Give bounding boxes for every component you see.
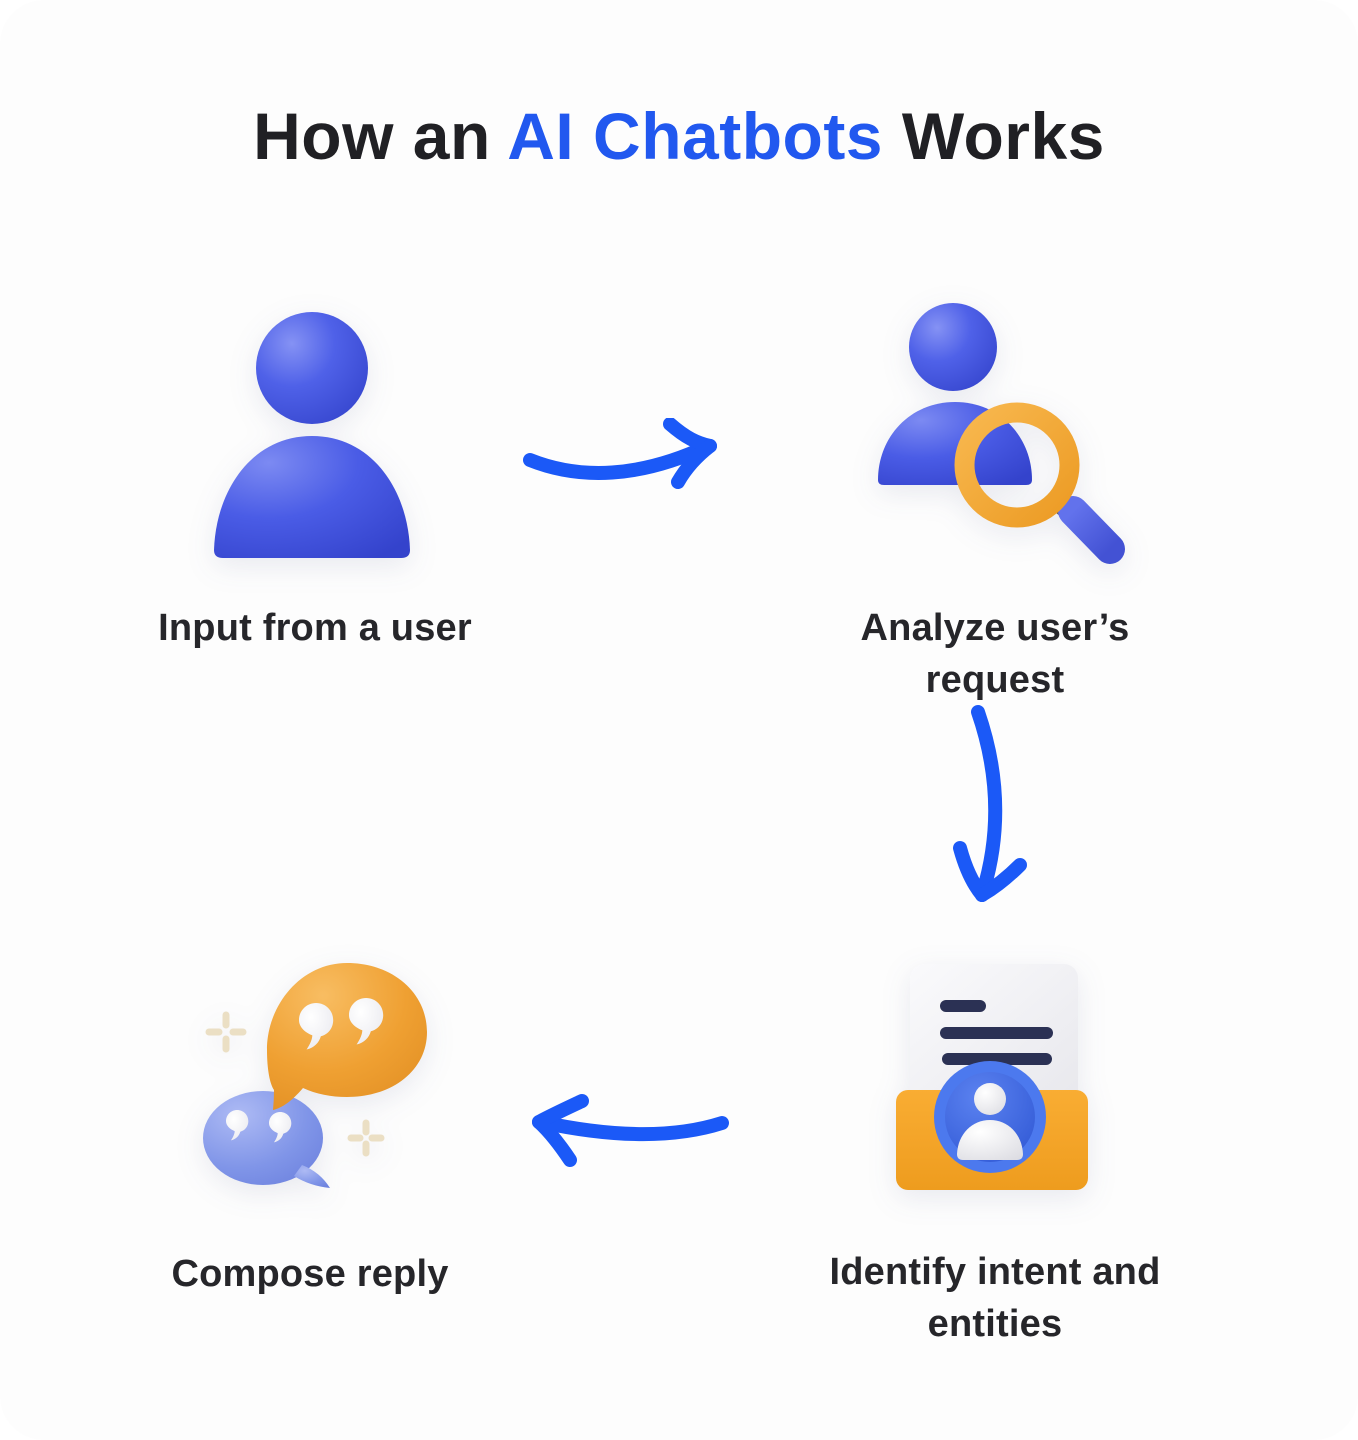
title-suffix: Works: [883, 99, 1105, 173]
page-title: How an AI Chatbots Works: [0, 98, 1358, 174]
document-folder-user-3d-icon: [896, 964, 1088, 1190]
arrow-step3-to-step4-icon: [532, 1094, 729, 1167]
chat-bubbles-3d-icon: [203, 963, 427, 1188]
arrow-step2-to-step3-icon: [953, 705, 1027, 902]
step-label-input-from-a-user: Input from a user: [158, 607, 472, 649]
step-label-identify-intent-entities: Identify intent and entities: [829, 1251, 1161, 1346]
arrow-step1-to-step2-icon: [523, 418, 717, 489]
step-label-compose-reply: Compose reply: [171, 1253, 449, 1295]
user-search-3d-icon: [878, 303, 1125, 564]
blue-chat-bubble: [203, 1091, 330, 1188]
user-3d-icon: [214, 312, 410, 558]
sparkle-plus-icon: [205, 1011, 385, 1157]
title-prefix: How an: [253, 99, 508, 173]
orange-chat-bubble: [267, 963, 427, 1110]
title-highlight: AI Chatbots: [507, 99, 884, 173]
step-label-analyze-users-request: Analyze user’s request: [860, 607, 1130, 702]
